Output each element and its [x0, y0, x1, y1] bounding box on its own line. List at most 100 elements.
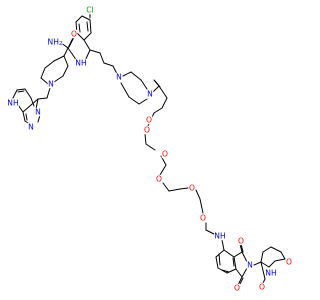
atom-label-text: O — [146, 116, 152, 125]
imide-oxygen-2-label: O — [233, 283, 241, 293]
bond-line — [274, 258, 286, 262]
atom-label-background — [233, 283, 241, 293]
bond-lines — [12, 13, 286, 287]
bond-line — [24, 88, 32, 99]
bond-line — [130, 71, 142, 81]
atom-label-background — [161, 149, 169, 159]
bond-line — [221, 269, 230, 273]
atom-label-background — [34, 107, 42, 117]
bond-line — [232, 257, 235, 267]
bond-line — [12, 89, 18, 99]
atom-label-text: NH — [75, 59, 86, 68]
peg-ether-oxygen-2-label: O — [161, 149, 169, 159]
peg-ether-oxygen-4-label: O — [188, 183, 196, 193]
glutarimide-oxygen-2-label: O — [285, 257, 293, 267]
bond-line — [86, 21, 89, 32]
bond-line — [237, 276, 243, 286]
bond-line — [40, 67, 46, 79]
amide-nh-label: NH — [75, 59, 87, 68]
atom-label-background — [115, 72, 123, 82]
atom-label-background — [47, 79, 55, 89]
atom-label-background — [188, 183, 196, 193]
bond-line — [46, 87, 51, 99]
atom-label-text: O — [144, 126, 150, 135]
bond-line — [22, 111, 26, 122]
atom-label-background — [214, 231, 226, 241]
bond-line — [99, 52, 105, 64]
atom-label-text: O — [234, 284, 240, 293]
bond-line — [22, 104, 32, 113]
bond-line — [241, 267, 248, 278]
imide-n-label: N — [246, 260, 254, 270]
bond-line — [78, 23, 81, 33]
bond-line — [128, 96, 140, 105]
atom-label-background — [146, 89, 154, 99]
bond-line — [145, 143, 156, 151]
atom-label-background — [145, 115, 153, 125]
piperidine-n-label: N — [47, 79, 55, 89]
bond-line — [37, 97, 48, 100]
bond-line — [63, 55, 69, 67]
bond-line — [262, 246, 272, 253]
atom-label-background — [27, 122, 35, 132]
bond-line — [221, 239, 225, 251]
amine-nh2-label: NH2 — [47, 37, 63, 47]
bond-line — [83, 32, 92, 41]
anilino-nh-label: NH — [214, 232, 226, 241]
imide-oxygen-1-label: O — [237, 236, 245, 246]
atom-label-background — [265, 268, 277, 278]
bond-line — [138, 98, 148, 105]
bond-line — [103, 62, 114, 67]
bond-line — [235, 268, 243, 278]
bond-line — [195, 189, 201, 200]
atom-label-text: NH — [7, 99, 18, 108]
atom-label-background — [47, 37, 63, 47]
bond-line — [223, 249, 235, 258]
bond-line — [30, 98, 39, 106]
bond-line — [75, 15, 83, 23]
atom-label-background — [84, 5, 96, 15]
atom-label-text: O — [200, 214, 206, 223]
bond-line — [76, 32, 85, 41]
piperazine-n2-label: N — [146, 89, 154, 99]
atom-label-text: N — [48, 80, 54, 89]
bond-line — [89, 19, 92, 34]
bond-line — [153, 107, 163, 114]
atom-label-text: O — [238, 237, 244, 246]
bond-line — [63, 47, 69, 57]
bond-line — [226, 268, 237, 274]
pyrrole-nh-label: NH — [7, 99, 19, 108]
glutarimide-nh-label: NH — [265, 269, 277, 278]
atom-label-background — [143, 125, 151, 135]
atom-label-background — [237, 236, 245, 246]
bond-line — [83, 39, 91, 51]
atom-label-text: N — [28, 123, 34, 132]
atom-label-text: N — [147, 90, 153, 99]
bond-line — [152, 85, 160, 93]
bond-line — [215, 249, 225, 258]
bond-line — [162, 182, 170, 192]
atom-label-background — [155, 174, 163, 184]
bond-line — [144, 133, 147, 145]
bond-line — [140, 79, 148, 90]
bond-line — [30, 97, 35, 107]
bond-line — [112, 65, 118, 75]
atom-label-text: Cl — [86, 6, 93, 15]
bond-line — [62, 65, 69, 77]
bond-line — [25, 113, 28, 121]
atom-label-background — [285, 257, 293, 267]
bond-line — [17, 90, 25, 93]
bond-line — [81, 15, 91, 21]
atom-label-subscript: 2 — [59, 41, 63, 47]
bond-line — [120, 82, 130, 98]
atom-label-text: N — [116, 73, 122, 82]
pyrimidine-n1-label: N — [34, 107, 42, 117]
atom-label-text: O — [156, 175, 162, 184]
atom-label-background — [246, 260, 254, 270]
bond-line — [233, 251, 243, 258]
atom-label-background — [75, 58, 87, 68]
bond-line — [240, 243, 244, 253]
linker-carbonyl-oxygen-label: O — [145, 115, 153, 125]
bond-line — [239, 243, 243, 253]
bond-line — [199, 198, 204, 214]
